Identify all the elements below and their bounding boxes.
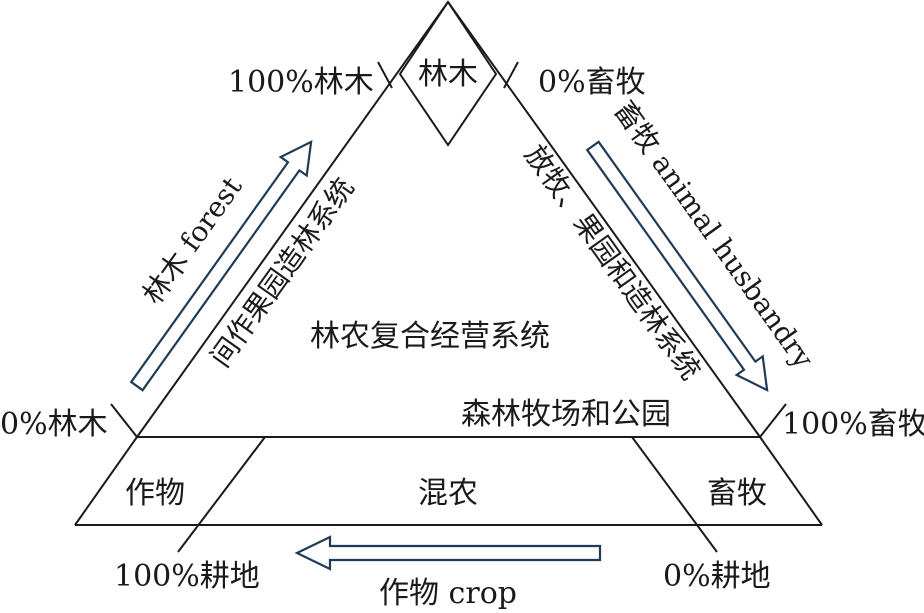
- band-label-middle: 混农: [418, 476, 478, 511]
- corner-label-right: 100%畜牧: [782, 407, 924, 442]
- animal-husbandry-arrow: [585, 140, 769, 393]
- center-parks-label: 森林牧场和公园: [461, 397, 671, 432]
- main-triangle: [136, 1, 761, 438]
- corner-label-bottom-left: 100%耕地: [114, 559, 260, 594]
- corner-label-top-right: 0%畜牧: [538, 65, 646, 100]
- corner-label-left: 0%林木: [0, 407, 108, 442]
- band-label-right: 畜牧: [707, 476, 767, 511]
- crop-arrow: [294, 535, 602, 571]
- animal-husbandry-arrow-label: 畜牧 animal husbandry: [607, 95, 820, 375]
- corner-label-bottom-right: 0%耕地: [663, 559, 771, 594]
- corner-label-top-left: 100%林木: [228, 65, 374, 100]
- apex-diamond: [398, 0, 498, 147]
- crop-arrow-label: 作物 crop: [379, 576, 517, 611]
- center-system-label: 林农复合经营系统: [310, 319, 550, 354]
- band-label-left: 作物: [125, 476, 185, 511]
- bottom-band: [74, 436, 823, 553]
- corner-ticks: [110, 61, 787, 438]
- apex-label: 林木: [418, 57, 478, 92]
- forest-arrow: [129, 139, 313, 392]
